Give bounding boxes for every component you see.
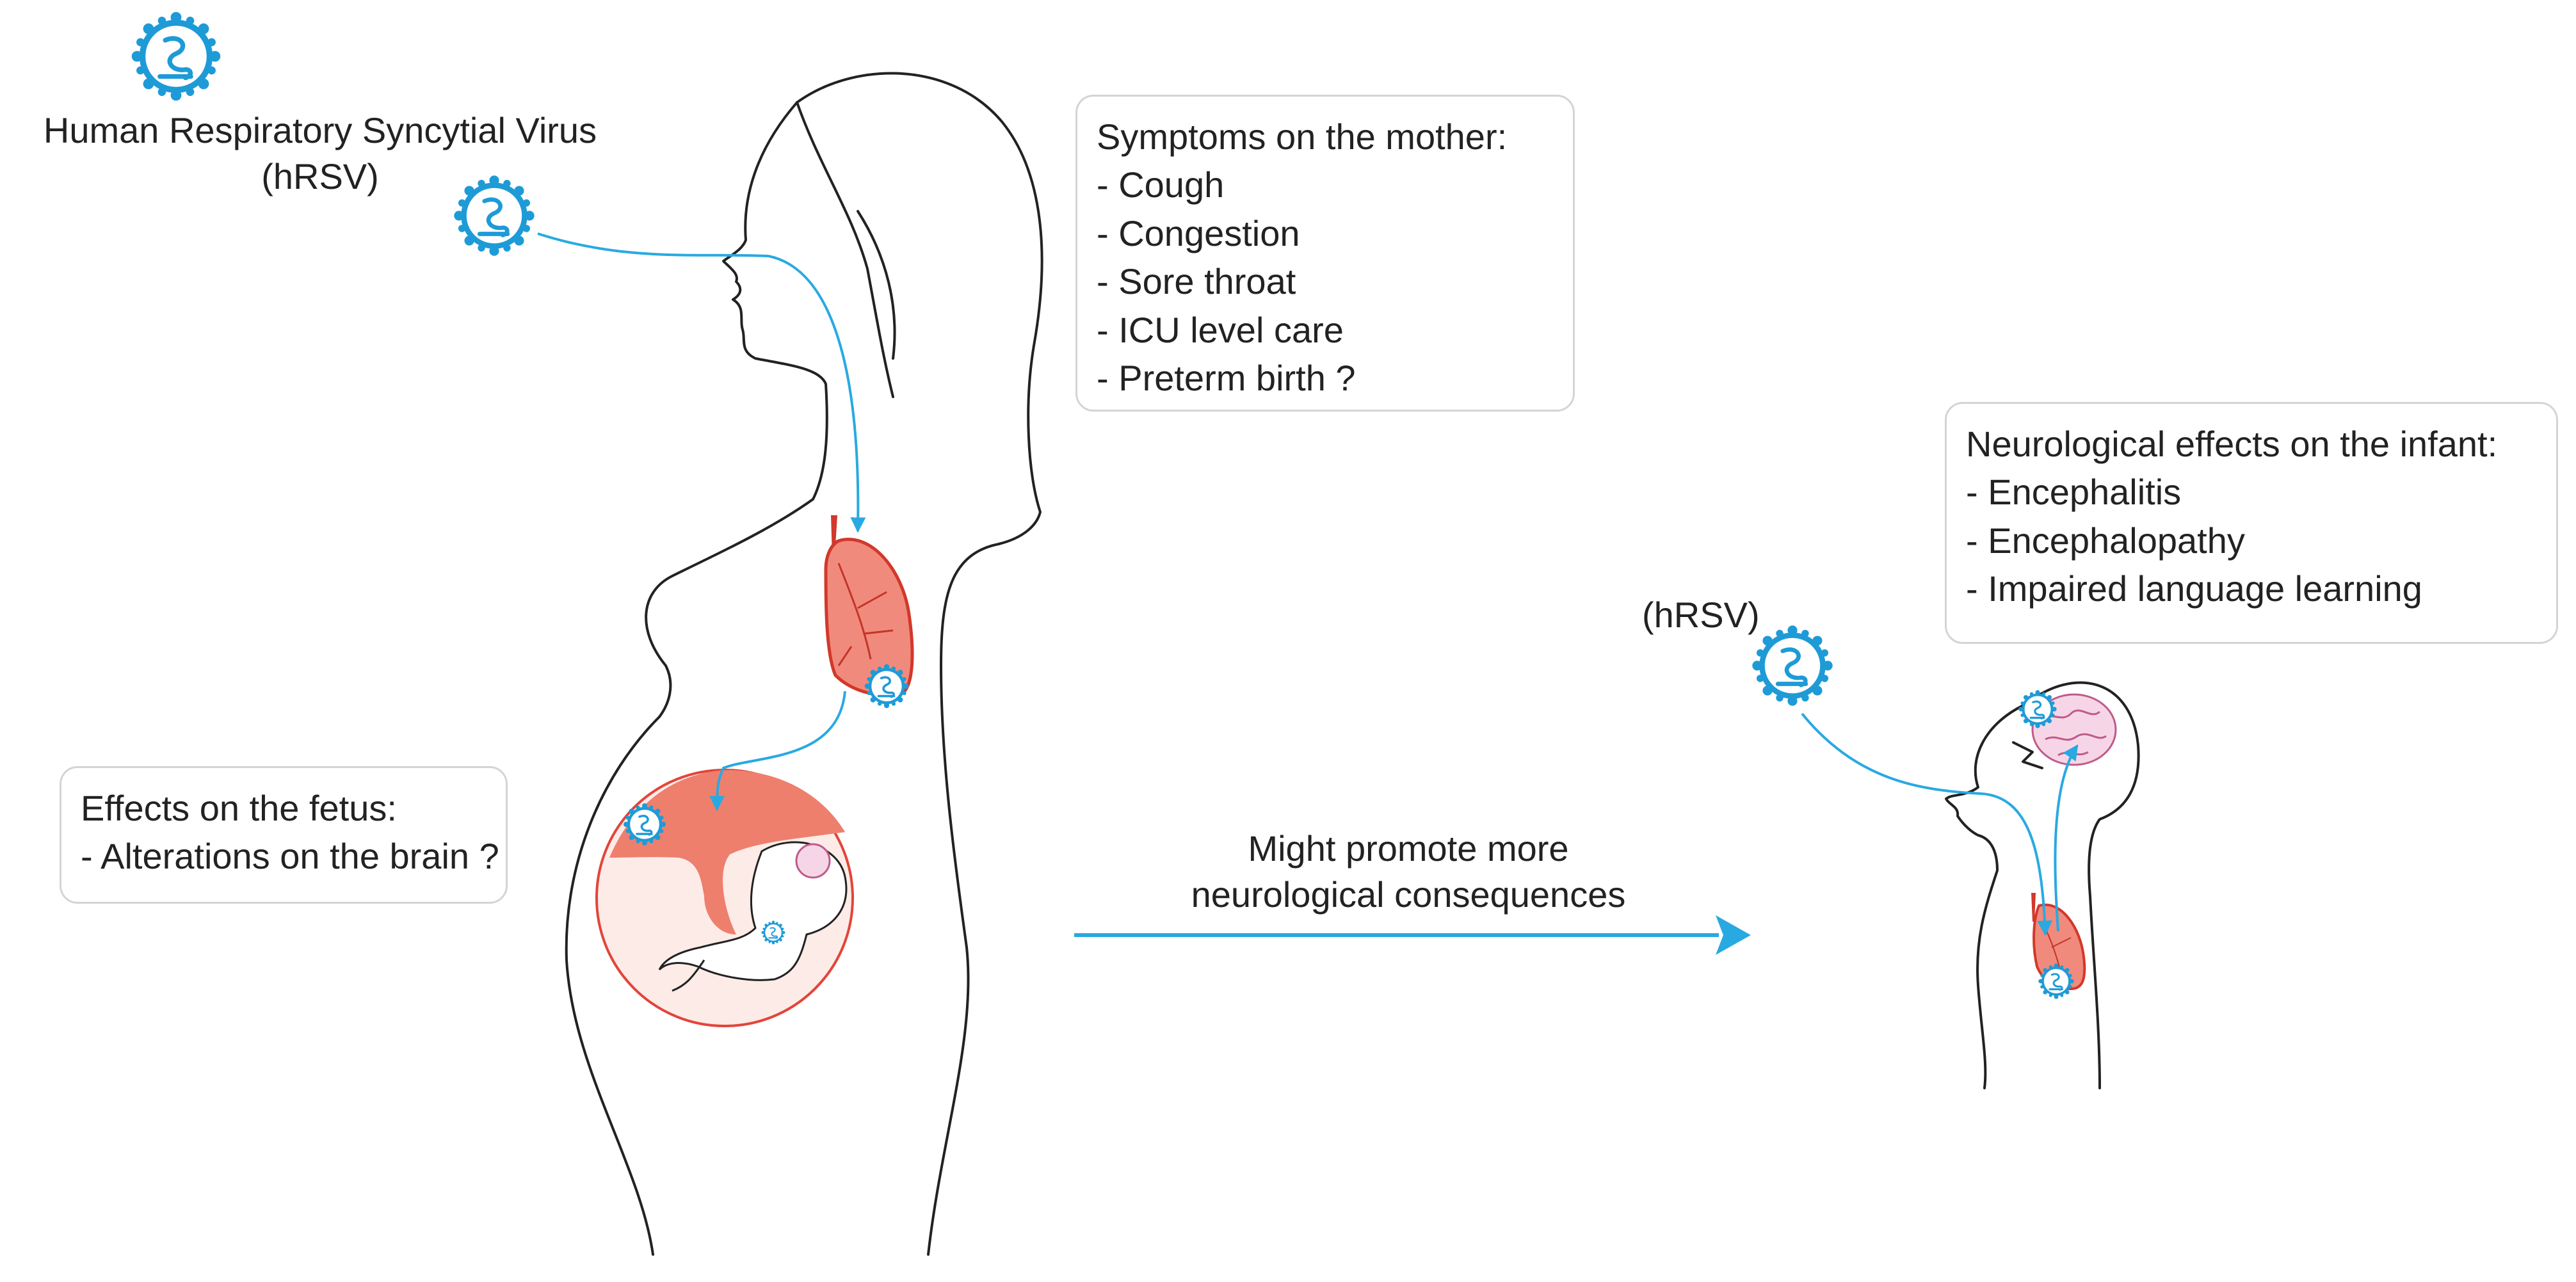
fetus-icon — [658, 841, 848, 992]
mother-symptoms-list: Cough Congestion Sore throat ICU level c… — [1097, 161, 1554, 403]
virus-icon-lung — [865, 664, 909, 709]
path-lung-to-womb — [709, 691, 846, 812]
virus-name: Human Respiratory Syncytial Virus — [43, 110, 597, 150]
fetus-effects-title: Effects on the fetus: — [81, 788, 397, 828]
mother-symptoms-box: Symptoms on the mother: Cough Congestion… — [1075, 95, 1575, 412]
virus-icon-infant-lung — [2037, 962, 2075, 1000]
path-nose-to-lung — [537, 232, 866, 533]
mother-back-outline — [796, 72, 1043, 1256]
brain-icon — [2031, 693, 2117, 766]
list-item: Sore throat — [1097, 257, 1554, 306]
arrow-caption-line2: neurological consequences — [1191, 874, 1626, 915]
infant-ear — [2012, 741, 2043, 769]
list-item: Encephalitis — [1966, 468, 2537, 517]
mother-hair-line — [796, 101, 894, 398]
list-item: Alterations on the brain ? — [81, 832, 499, 881]
lung-icon — [824, 515, 914, 697]
virus-label: Human Respiratory Syncytial Virus (hRSV) — [13, 108, 627, 199]
fetus-effects-list: Alterations on the brain ? — [81, 832, 499, 881]
infant-effects-list: Encephalitis Encephalopathy Impaired lan… — [1966, 468, 2537, 613]
virus-icon — [132, 12, 221, 101]
virus-icon-infant — [1752, 625, 1832, 705]
virus-icon-womb — [624, 803, 666, 845]
virus-icon-fetus — [761, 920, 786, 945]
list-item: Cough — [1097, 161, 1554, 209]
infant-effects-title: Neurological effects on the infant: — [1966, 424, 2498, 464]
placenta — [609, 770, 845, 934]
fetus-brain-icon — [795, 843, 831, 879]
virus-abbr: (hRSV) — [261, 156, 379, 196]
virus-icon-infant-brain — [2018, 690, 2056, 728]
list-item: Encephalopathy — [1966, 517, 2537, 565]
arrow-caption-line1: Might promote more — [1248, 828, 1569, 869]
list-item: ICU level care — [1097, 306, 1554, 355]
infant-head-back-outline — [2025, 681, 2140, 1089]
infection-paths — [537, 232, 2079, 936]
infant-virus-label: (hRSV) — [1642, 595, 1760, 635]
list-item: Congestion — [1097, 209, 1554, 258]
infant-face-outline — [1945, 703, 2027, 1089]
mother-hair-line-2 — [857, 210, 896, 360]
path-infant-lung-to-brain — [2054, 744, 2079, 932]
arrow-caption: Might promote more neurological conseque… — [1075, 826, 1741, 917]
list-item: Preterm birth ? — [1097, 354, 1554, 403]
list-item: Impaired language learning — [1966, 565, 2537, 613]
fetus-effects-box: Effects on the fetus: Alterations on the… — [60, 766, 508, 904]
mother-face-outline — [565, 101, 828, 1256]
arrow-icon — [1074, 915, 1751, 955]
womb — [595, 769, 854, 1027]
infant-silhouette — [1945, 681, 2140, 1089]
infant-effects-box: Neurological effects on the infant: Ence… — [1945, 402, 2558, 644]
path-infant-nose-to-lung — [1801, 712, 2053, 936]
mother-silhouette — [565, 72, 1043, 1256]
mother-symptoms-title: Symptoms on the mother: — [1097, 116, 1508, 157]
